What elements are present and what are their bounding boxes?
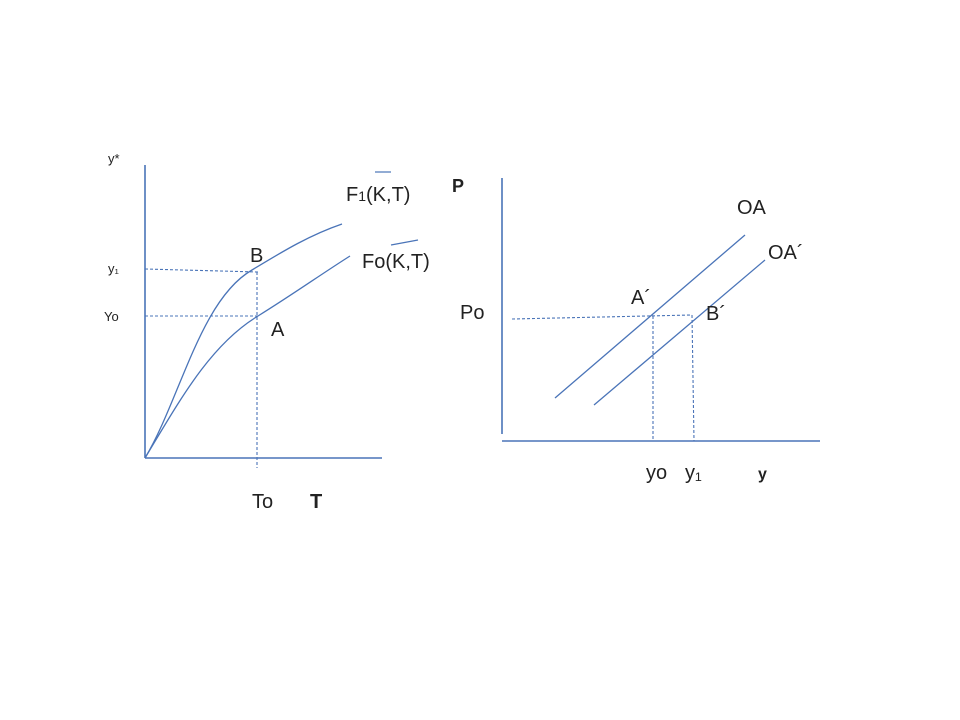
right-x-axis-label: y [758, 466, 767, 483]
to-label: To [252, 491, 273, 513]
curve-f1-prefix: F [346, 184, 358, 206]
right-y-axis-label: P [452, 176, 464, 196]
po-label: Po [460, 302, 484, 324]
guide-po [511, 314, 693, 320]
curve-f1-label: F1(K,T) [346, 184, 410, 206]
line-oa-prime [593, 259, 766, 406]
curve-fo [144, 255, 351, 459]
left-x-axis-label: T [310, 491, 322, 513]
curve-f1 [144, 223, 343, 459]
line-oa-label: OA [737, 197, 767, 219]
yo-label: Yo [104, 309, 119, 324]
point-b-label: B [250, 245, 263, 267]
point-b-prime-label: B´ [706, 303, 726, 325]
curve-f1-subscript: 1 [358, 188, 366, 204]
guide-y1-right [691, 314, 695, 442]
line-oa [554, 234, 746, 399]
curve-fo-label: Fo(K,T) [362, 251, 430, 273]
y1-right-label: y₁ [685, 462, 702, 484]
line-oa-prime-label: OA´ [768, 242, 804, 264]
left-y-axis-label: y* [108, 151, 120, 166]
yo-right-label: yo [646, 462, 667, 484]
guide-y1 [144, 268, 259, 273]
point-a-label: A [271, 319, 285, 341]
curve-f1-suffix: (K,T) [366, 184, 410, 206]
y1-label: y₁ [108, 261, 120, 276]
point-a-prime-label: A´ [631, 287, 651, 309]
fo-overbar-mark [390, 239, 419, 246]
